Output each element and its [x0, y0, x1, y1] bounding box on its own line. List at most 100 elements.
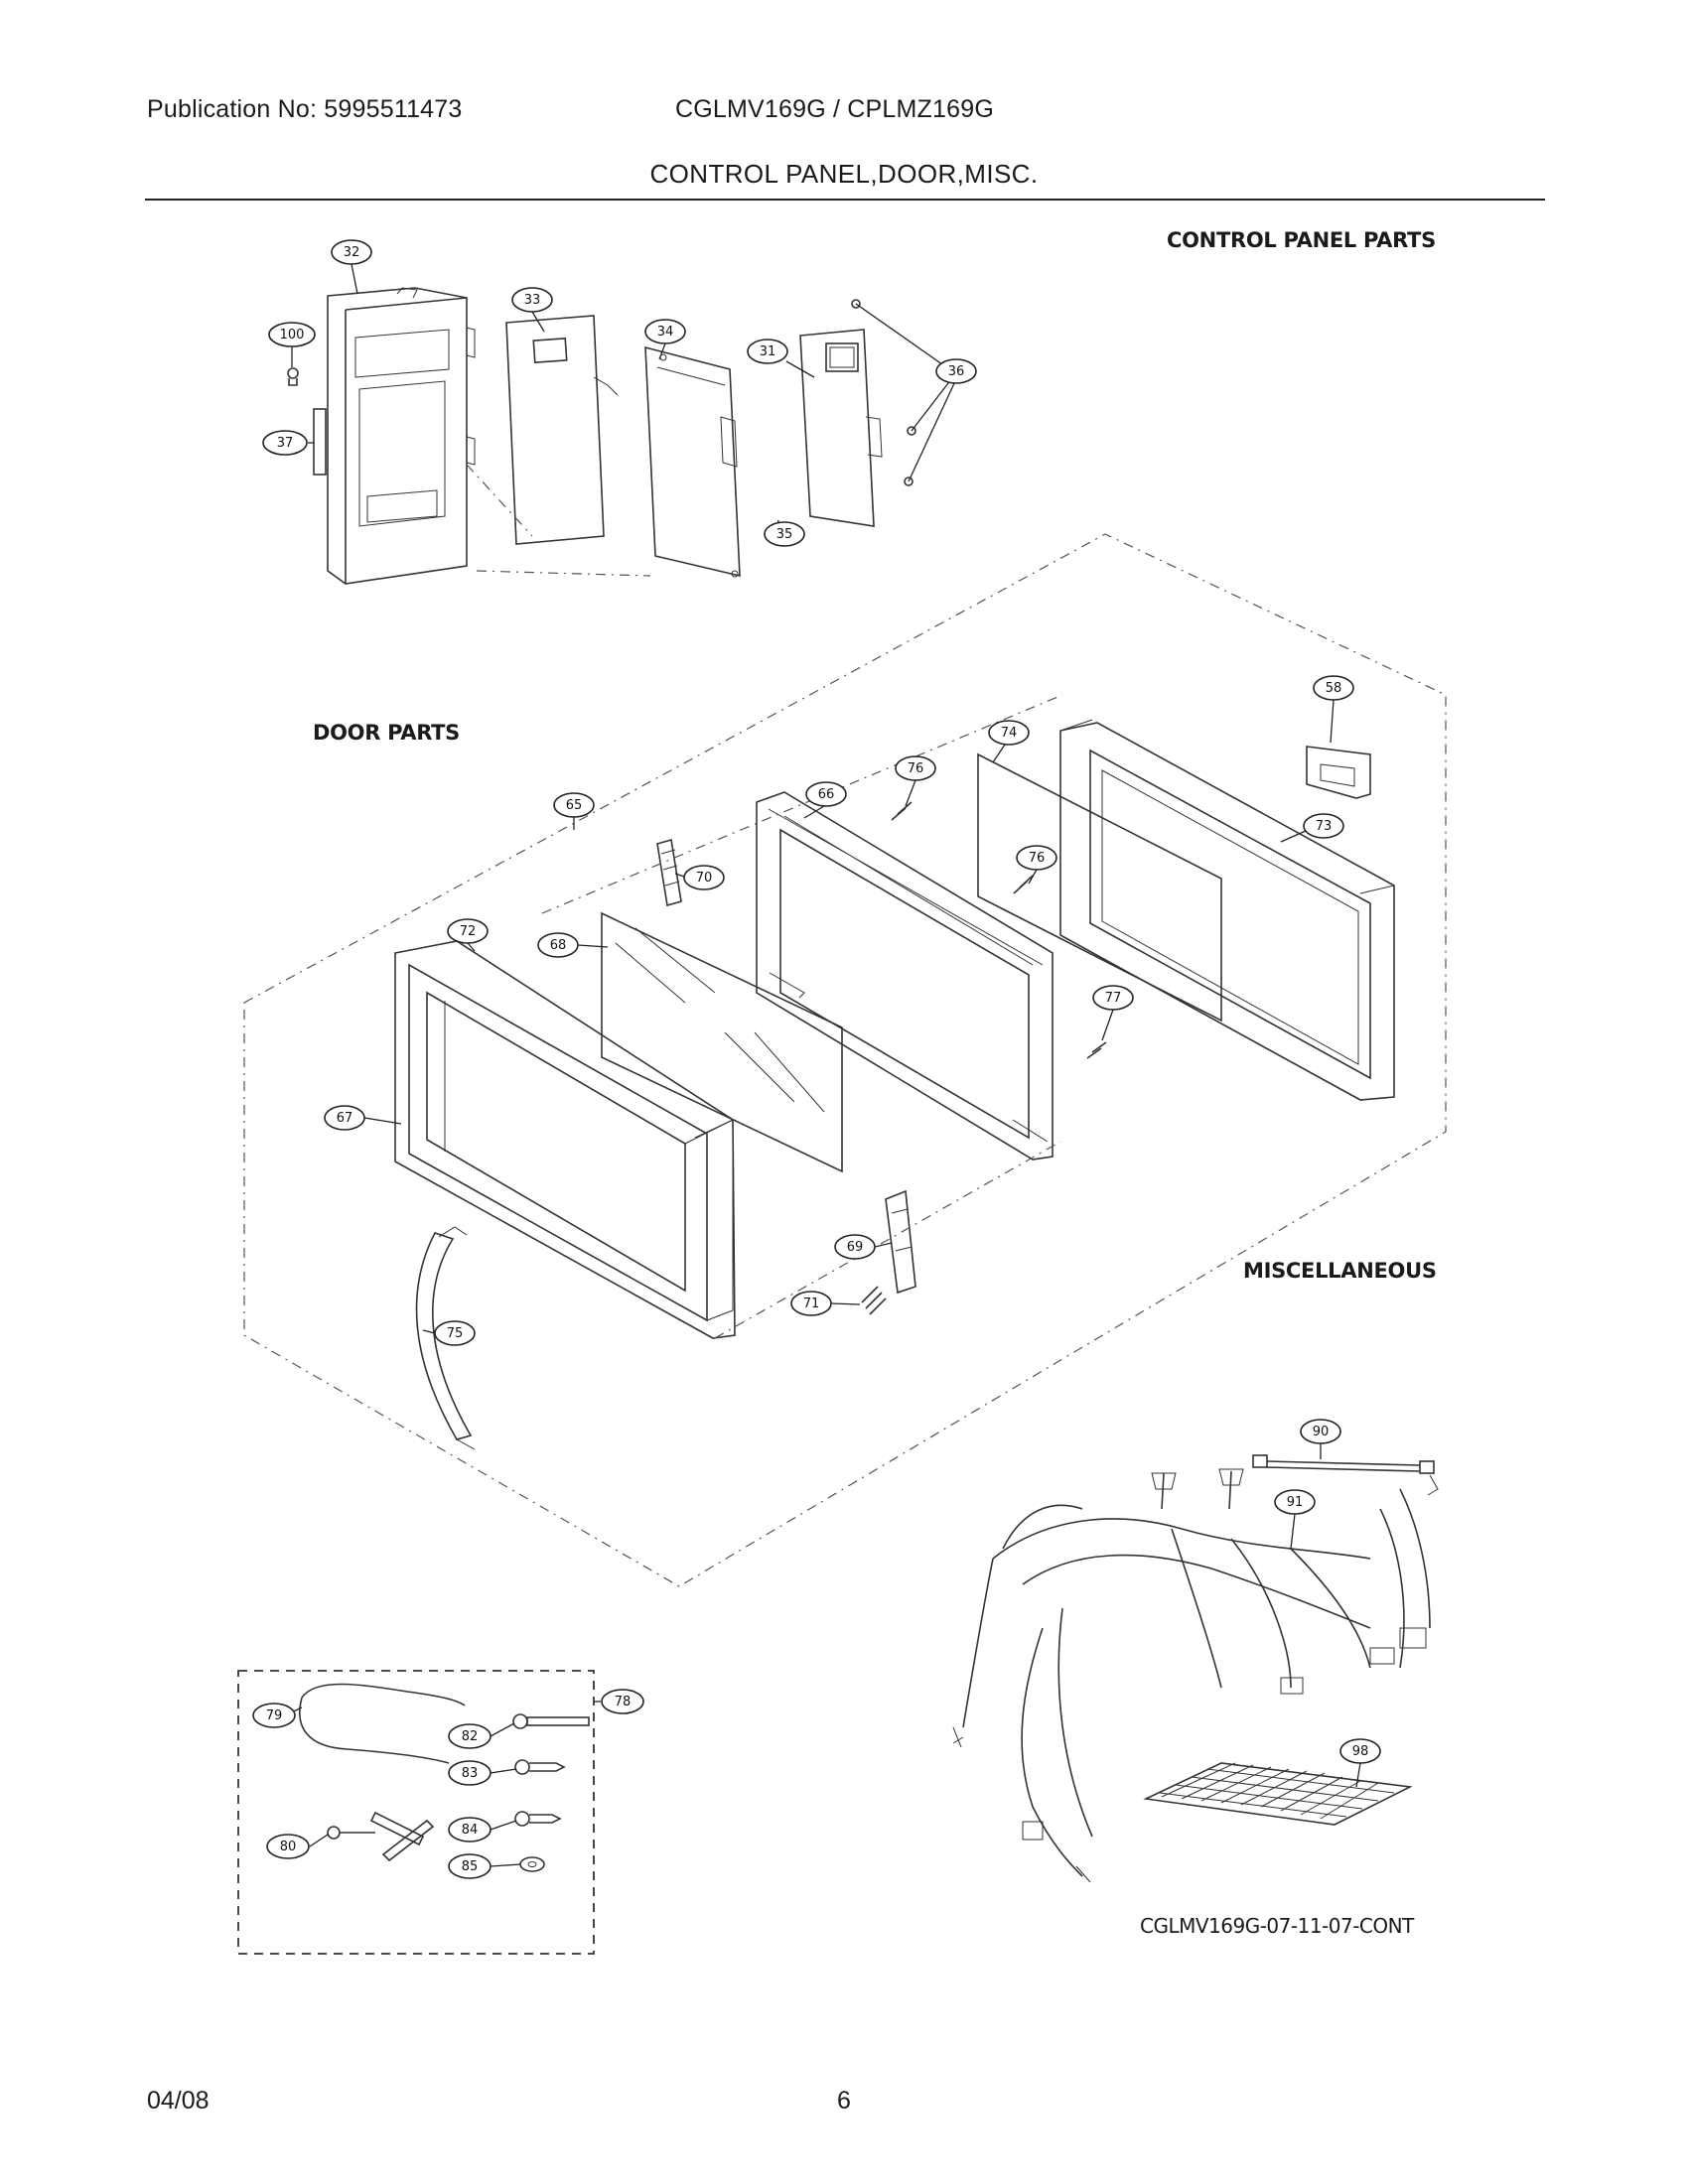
- door-screen: [977, 752, 1222, 1023]
- svg-text:67: 67: [337, 1111, 353, 1126]
- callout-70: 70: [683, 865, 725, 890]
- svg-text:73: 73: [1316, 819, 1333, 834]
- callout-100: 100: [268, 322, 316, 347]
- callout-35: 35: [764, 521, 805, 547]
- page-title: CONTROL PANEL,DOOR,MISC.: [649, 159, 1039, 189]
- hardware-83-screw: [514, 1759, 566, 1775]
- svg-text:36: 36: [948, 364, 965, 379]
- callout-75: 75: [434, 1320, 476, 1346]
- callout-65: 65: [553, 792, 595, 818]
- label-37: [313, 408, 327, 476]
- callout-77: 77: [1092, 985, 1134, 1011]
- callout-78: 78: [601, 1689, 644, 1714]
- callout-91: 91: [1274, 1489, 1316, 1515]
- callout-80: 80: [266, 1834, 310, 1859]
- svg-text:70: 70: [696, 871, 713, 886]
- svg-text:66: 66: [818, 787, 835, 802]
- hinge-70: [656, 838, 682, 907]
- callout-76-lower: 76: [1016, 845, 1057, 871]
- spring-71: [861, 1286, 887, 1315]
- hardware-85-washer: [519, 1856, 545, 1872]
- door-assembly-outline: [243, 533, 1447, 1587]
- oven-rack-98: [1143, 1762, 1413, 1826]
- callout-71: 71: [790, 1291, 832, 1316]
- svg-text:77: 77: [1105, 991, 1122, 1006]
- control-panel-frame: [327, 287, 476, 585]
- svg-text:69: 69: [847, 1240, 864, 1255]
- title-rule: [145, 199, 1545, 201]
- svg-text:83: 83: [462, 1766, 479, 1781]
- wire-harness-91: [952, 1468, 1439, 1883]
- svg-text:84: 84: [462, 1823, 479, 1838]
- callout-82: 82: [448, 1723, 492, 1749]
- callout-74: 74: [988, 720, 1030, 746]
- svg-text:74: 74: [1001, 726, 1018, 741]
- svg-text:65: 65: [566, 798, 583, 813]
- control-board: [799, 299, 916, 527]
- svg-text:37: 37: [277, 436, 294, 451]
- callout-66: 66: [805, 781, 847, 807]
- svg-text:58: 58: [1326, 681, 1342, 696]
- svg-text:90: 90: [1313, 1425, 1330, 1439]
- door-screws: [891, 801, 1107, 1059]
- section-control-panel-parts: CONTROL PANEL PARTS: [1167, 228, 1436, 252]
- svg-text:71: 71: [803, 1297, 820, 1311]
- svg-text:85: 85: [462, 1859, 479, 1874]
- svg-text:72: 72: [460, 924, 477, 939]
- hardware-kit-box: [237, 1670, 595, 1955]
- model-numbers: CGLMV169G / CPLMZ169G: [675, 95, 994, 123]
- door-frame: [394, 940, 736, 1339]
- callout-37: 37: [262, 430, 308, 456]
- door-back-panel: [1059, 719, 1395, 1101]
- callout-90: 90: [1300, 1419, 1341, 1444]
- callout-36: 36: [935, 358, 977, 384]
- svg-text:76: 76: [1029, 851, 1046, 866]
- svg-text:31: 31: [760, 344, 776, 359]
- svg-text:75: 75: [447, 1326, 464, 1341]
- hardware-82-bolt: [512, 1713, 590, 1729]
- callout-76-upper: 76: [895, 755, 936, 781]
- callout-85: 85: [448, 1853, 492, 1879]
- svg-text:82: 82: [462, 1729, 479, 1744]
- callout-31: 31: [747, 339, 788, 364]
- callout-98: 98: [1339, 1738, 1381, 1764]
- callout-68: 68: [537, 932, 579, 958]
- svg-text:98: 98: [1352, 1744, 1369, 1759]
- section-miscellaneous: MISCELLANEOUS: [1243, 1259, 1437, 1283]
- hardware-80-toggle: [327, 1811, 435, 1862]
- svg-text:34: 34: [657, 325, 674, 340]
- control-panel-bracket: [644, 345, 782, 578]
- svg-text:35: 35: [776, 527, 793, 542]
- publication-number: Publication No: 5995511473: [147, 95, 463, 123]
- svg-text:91: 91: [1287, 1495, 1304, 1510]
- page-number: 6: [837, 2087, 851, 2115]
- callout-67: 67: [324, 1105, 365, 1131]
- svg-text:100: 100: [280, 328, 305, 342]
- wire-harness-90: [1252, 1454, 1435, 1474]
- callout-32: 32: [331, 239, 372, 265]
- svg-text:79: 79: [266, 1708, 283, 1723]
- callout-83: 83: [448, 1760, 492, 1786]
- callout-34: 34: [644, 319, 686, 344]
- door-handle: [415, 1226, 476, 1450]
- callout-69: 69: [834, 1234, 876, 1260]
- door-glass: [601, 911, 843, 1173]
- footer-date: 04/08: [147, 2087, 210, 2115]
- leaders: [284, 263, 1361, 1867]
- svg-text:32: 32: [344, 245, 360, 260]
- callout-33: 33: [511, 287, 553, 313]
- svg-text:76: 76: [908, 761, 924, 776]
- latch-spring-69: [885, 1189, 916, 1295]
- callout-58: 58: [1313, 675, 1354, 701]
- svg-text:78: 78: [615, 1695, 632, 1709]
- hardware-79-strip: [299, 1683, 466, 1764]
- callout-84: 84: [448, 1817, 492, 1843]
- screw-100: [287, 367, 299, 386]
- control-panel-overlay: [505, 315, 619, 545]
- callout-73: 73: [1303, 813, 1344, 839]
- svg-text:33: 33: [524, 293, 541, 308]
- door-choke: [756, 791, 1054, 1160]
- hardware-84-screw: [514, 1811, 562, 1827]
- latch-58: [1306, 746, 1371, 799]
- drawing-reference: CGLMV169G-07-11-07-CONT: [1140, 1914, 1414, 1938]
